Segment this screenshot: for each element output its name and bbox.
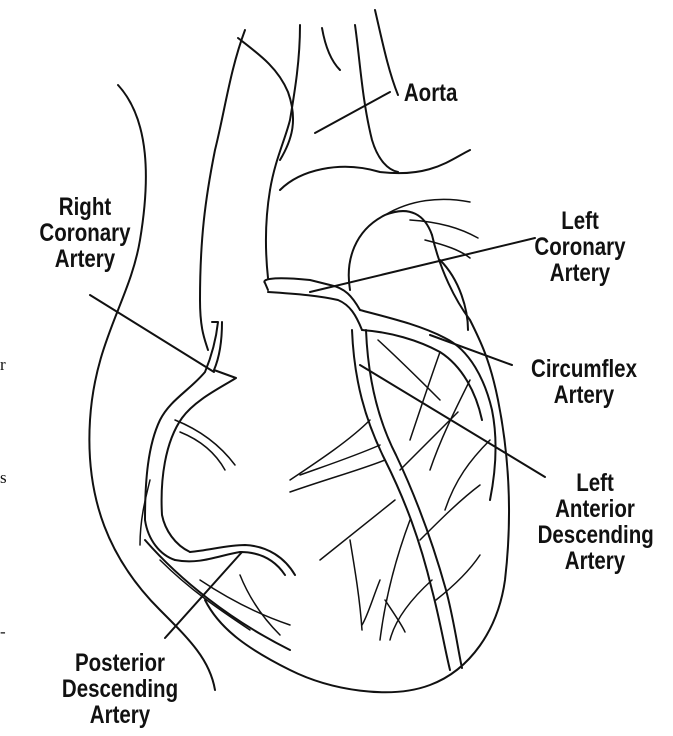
pda-vessel — [175, 552, 285, 575]
lad-branch-13 — [350, 540, 362, 630]
rca-branch-1 — [175, 420, 235, 465]
posterior-descending-artery-label: Posterior Descending Artery — [46, 650, 194, 728]
aorta-branch-right — [375, 10, 398, 95]
clipped-text-fragment: r — [0, 355, 6, 375]
lad-branch-5 — [420, 485, 480, 540]
pulmonary-branch-2 — [410, 220, 478, 238]
aorta-trunk-left — [270, 25, 300, 190]
clipped-text-fragment: - — [0, 622, 6, 642]
lad-branch-14 — [362, 580, 380, 625]
rca-branch-1b — [180, 432, 225, 470]
lad-branch-6 — [390, 580, 432, 640]
pulmonary-trunk — [349, 211, 432, 290]
lad-branch-11 — [430, 380, 470, 470]
left-coronary-artery-vessel-lower — [268, 292, 362, 330]
lad-vessel-right — [366, 330, 462, 668]
lad-branch-3 — [320, 500, 395, 560]
lad-branch-12 — [445, 440, 490, 510]
aortic-arch-right — [280, 150, 470, 190]
lad-vessel-left — [352, 330, 450, 670]
left-anterior-descending-artery-label: Left Anterior Descending Artery — [538, 470, 653, 574]
left-coronary-leader-line — [310, 238, 535, 292]
clipped-text-fragment: s — [0, 468, 7, 488]
right-coronary-artery-label: Right Coronary Artery — [32, 194, 139, 272]
aorta-lower-curve — [266, 190, 270, 278]
right-coronary-artery-vessel — [145, 322, 218, 560]
pda-leader-line — [165, 552, 242, 638]
aorta-left-contour — [200, 30, 245, 350]
lad-branch-1 — [290, 460, 385, 492]
pulmonary-branch-1 — [385, 199, 470, 215]
aorta-leader-line — [315, 92, 390, 133]
aorta-branch-top — [322, 28, 340, 70]
heart-outer-outline — [89, 85, 215, 690]
left-coronary-artery-label: Left Coronary Artery — [527, 208, 634, 286]
aorta-label: Aorta — [404, 80, 458, 106]
lad-branch-4 — [380, 520, 410, 640]
lad-leader-line — [360, 365, 545, 477]
lad-branch-1b — [300, 445, 380, 475]
lad-branch-2 — [290, 420, 370, 480]
aortic-arch-left — [238, 38, 293, 160]
circumflex-artery-label: Circumflex Artery — [518, 356, 649, 408]
right-coronary-artery-vessel-outer — [162, 322, 236, 552]
lad-branch-9 — [378, 340, 440, 400]
